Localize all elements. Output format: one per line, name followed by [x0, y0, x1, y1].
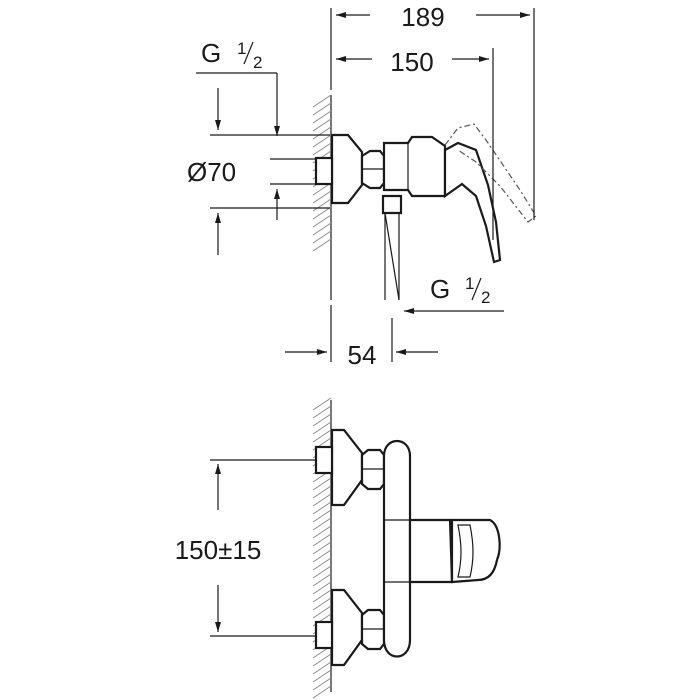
hatch-stroke	[312, 429, 332, 443]
wall-flange-top	[330, 133, 364, 205]
lever-grip	[457, 524, 474, 578]
hatch-stroke	[312, 206, 332, 220]
hatch-stroke	[312, 493, 332, 507]
hatch-stroke	[312, 397, 332, 411]
hatch-stroke	[312, 549, 332, 563]
valve-body-top	[382, 135, 447, 198]
outlet-stub	[381, 194, 403, 215]
hatch-stroke	[312, 214, 332, 228]
hatch-stroke	[312, 405, 332, 419]
hatch-stroke	[312, 509, 332, 523]
hatch-stroke	[312, 589, 332, 603]
dim-diameter: Ø70	[187, 157, 236, 187]
hatch-stroke	[312, 677, 332, 691]
hatch-stroke	[312, 581, 332, 595]
hatch-stroke	[312, 541, 332, 555]
hatch-stroke	[312, 190, 332, 204]
front-view: 150±15	[175, 397, 501, 699]
hatch-stroke	[312, 238, 332, 252]
side-view: 189 150 G 1 2 Ø70 G 1 2	[187, 2, 537, 370]
hatch-stroke	[312, 134, 332, 148]
hatch-stroke	[312, 222, 332, 236]
hatch-stroke	[312, 661, 332, 675]
inlet-fraction-den: 2	[253, 53, 262, 72]
hatch-stroke	[312, 653, 332, 667]
hatch-stroke	[312, 126, 332, 140]
outlet-thread-letter: G	[430, 274, 450, 304]
hatch-stroke	[312, 102, 332, 116]
lever-handle-alt	[444, 123, 537, 223]
wall-hatching-bottom	[312, 397, 332, 699]
lever-handle	[443, 141, 502, 264]
hatch-stroke	[312, 230, 332, 244]
valve-bar-body	[382, 440, 412, 658]
hatch-stroke	[312, 533, 332, 547]
hatch-stroke	[312, 94, 332, 108]
hatch-stroke	[312, 477, 332, 491]
inlet-connector-lower	[314, 620, 334, 650]
inlet-fraction-num: 1	[237, 39, 246, 58]
hatch-stroke	[312, 573, 332, 587]
hatch-stroke	[312, 501, 332, 515]
outlet-fraction-den: 2	[481, 288, 490, 307]
hatch-stroke	[312, 142, 332, 156]
dim-overall-depth: 189	[401, 2, 444, 32]
hatch-stroke	[312, 685, 332, 699]
hatch-stroke	[312, 421, 332, 435]
hatch-stroke	[312, 198, 332, 212]
wall-flange-upper	[330, 428, 364, 507]
dim-inlet-thread: G 1 2	[196, 38, 280, 136]
hatch-stroke	[312, 525, 332, 539]
hatch-stroke	[312, 605, 332, 619]
hatch-stroke	[312, 110, 332, 124]
inlet-thread-letter: G	[201, 38, 221, 68]
outlet-fraction-num: 1	[465, 274, 474, 293]
inlet-connector-top	[314, 156, 334, 186]
hatch-stroke	[312, 413, 332, 427]
dim-outlet-offset: 54	[348, 340, 377, 370]
hatch-stroke	[312, 557, 332, 571]
hatch-stroke	[312, 669, 332, 683]
wall-hatching-top	[312, 94, 332, 300]
cartridge-housing	[408, 518, 454, 584]
dim-outlet-thread: G 1 2	[404, 274, 504, 314]
inlet-connector-upper	[314, 445, 334, 475]
hatch-stroke	[312, 597, 332, 611]
dim-centre-distance: 150±15	[175, 535, 262, 565]
hatch-stroke	[312, 118, 332, 132]
wall-flange-lower	[330, 588, 364, 667]
hatch-stroke	[312, 517, 332, 531]
hatch-stroke	[312, 485, 332, 499]
dim-body-depth: 150	[390, 47, 433, 77]
hatch-stroke	[312, 565, 332, 579]
